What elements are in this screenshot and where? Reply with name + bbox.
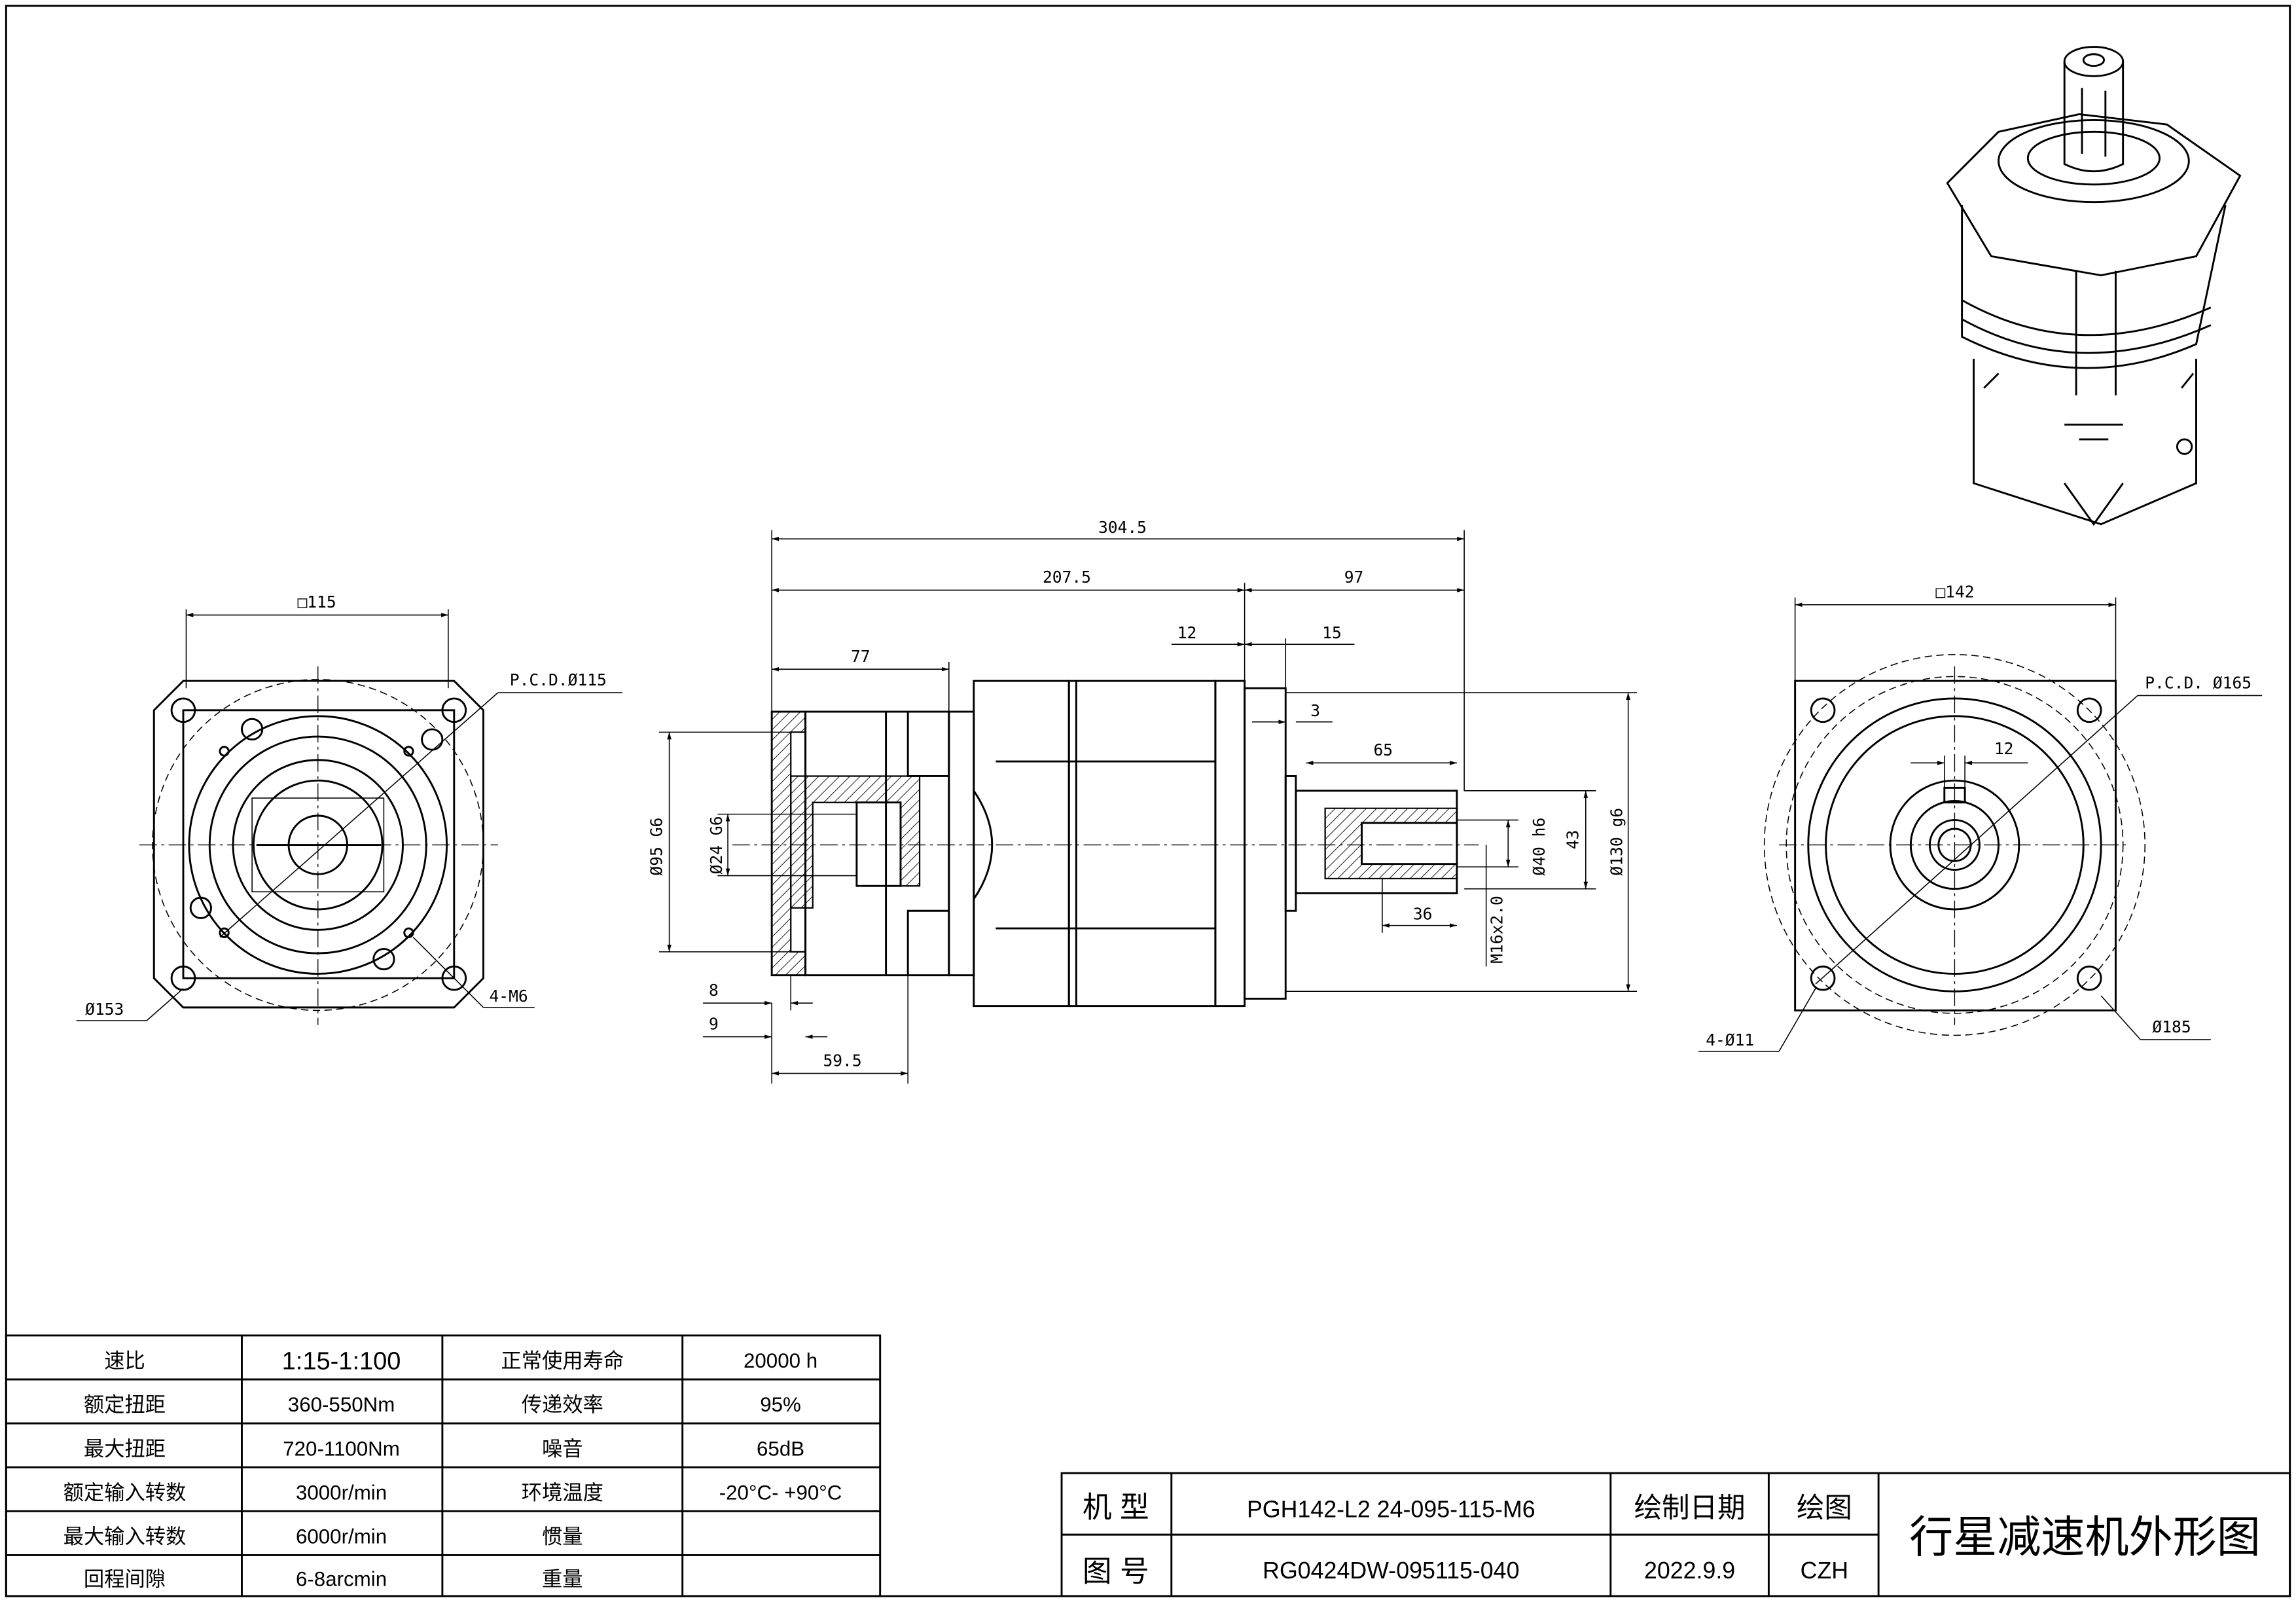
dim-shaft-dia: Ø40 h6 [1530,818,1549,876]
dim-shoulder: 15 [1322,623,1342,642]
spec-value: 3000r/min [296,1481,387,1504]
output-end-view: □142 12 P.C.D. Ø165 4-Ø11 Ø185 [1698,583,2263,1052]
spec-value: 720-1100Nm [283,1437,400,1460]
spec-key: 传递效率 [522,1393,603,1416]
dim-9: 9 [709,1014,719,1033]
spec-value: 95% [760,1393,801,1416]
dim-input-depth: 77 [851,647,870,666]
spec-key: 重量 [542,1567,583,1590]
spec-key: 回程间隙 [84,1567,166,1590]
spec-key: 额定扭距 [84,1393,166,1416]
dim-pilot: Ø130 g6 [1607,808,1626,876]
side-section-view: 304.5 207.5 97 77 12 15 3 65 36 8 9 59.5… [647,518,1638,1084]
spec-value: -20°C- +90°C [719,1481,842,1504]
dim-flange: 12 [1177,623,1197,642]
dim-body: 207.5 [1043,568,1091,587]
spec-key: 速比 [104,1349,145,1372]
spec-value: 6000r/min [296,1525,387,1548]
dim-59-5: 59.5 [823,1051,861,1070]
date-value: 2022.9.9 [1644,1557,1735,1584]
dim-right-outer: Ø185 [2152,1017,2191,1036]
dim-right-square: □142 [1935,583,1974,602]
drawing-no-value: RG0424DW-095115-040 [1263,1557,1519,1584]
spec-key: 惯量 [542,1525,583,1548]
spec-key: 噪音 [542,1437,583,1460]
spec-key: 正常使用寿命 [501,1349,624,1372]
dim-left-thread: 4-M6 [489,987,528,1006]
dim-left-outer: Ø153 [85,1000,124,1019]
dim-thread-depth: 36 [1413,905,1433,924]
model-value: PGH142-L2 24-095-115-M6 [1247,1496,1535,1522]
spec-value: 360-550Nm [288,1393,395,1416]
dim-output: 97 [1344,568,1364,587]
model-label: 机 型 [1083,1491,1149,1523]
drawer-label: 绘图 [1797,1493,1852,1523]
dim-right-pcd: P.C.D. Ø165 [2145,673,2251,692]
date-label: 绘制日期 [1634,1493,1746,1523]
spec-value: 65dB [757,1437,804,1460]
input-end-view: □115 P.C.D.Ø115 Ø153 4-M6 [76,592,623,1025]
dim-right-key: 12 [1994,739,2014,758]
dim-left-square: □115 [297,592,336,611]
dim-input-bore: Ø95 G6 [647,818,666,876]
drawing-no-label: 图 号 [1083,1556,1149,1588]
dim-center-thread: M16x2.0 [1487,896,1506,964]
dim-right-holes: 4-Ø11 [1706,1030,1754,1049]
spec-key: 环境温度 [522,1481,603,1504]
dim-8: 8 [709,981,719,1000]
dim-left-pcd: P.C.D.Ø115 [510,670,607,689]
dim-overall: 304.5 [1098,518,1147,537]
dim-key-length: 65 [1373,740,1393,759]
spec-value: 6-8arcmin [296,1567,387,1590]
spec-key: 额定输入转数 [63,1481,187,1504]
drawer-value: CZH [1801,1557,1849,1584]
dim-step: 3 [1310,701,1320,720]
dim-motor-shaft: Ø24 G6 [707,816,726,874]
spec-table: 速比 1:15-1:100 正常使用寿命 20000 h 额定扭距 360-55… [5,1334,882,1597]
dim-key-height: 43 [1564,830,1583,850]
drawing-title: 行星减速机外形图 [1909,1513,2261,1562]
isometric-view [1946,46,2242,526]
spec-key: 最大扭距 [84,1437,166,1460]
title-block: 机 型 PGH142-L2 24-095-115-M6 绘制日期 绘图 图 号 … [1060,1472,2291,1597]
spec-key: 最大输入转数 [63,1525,187,1548]
spec-value: 20000 h [744,1349,817,1372]
spec-value: 1:15-1:100 [282,1347,401,1375]
